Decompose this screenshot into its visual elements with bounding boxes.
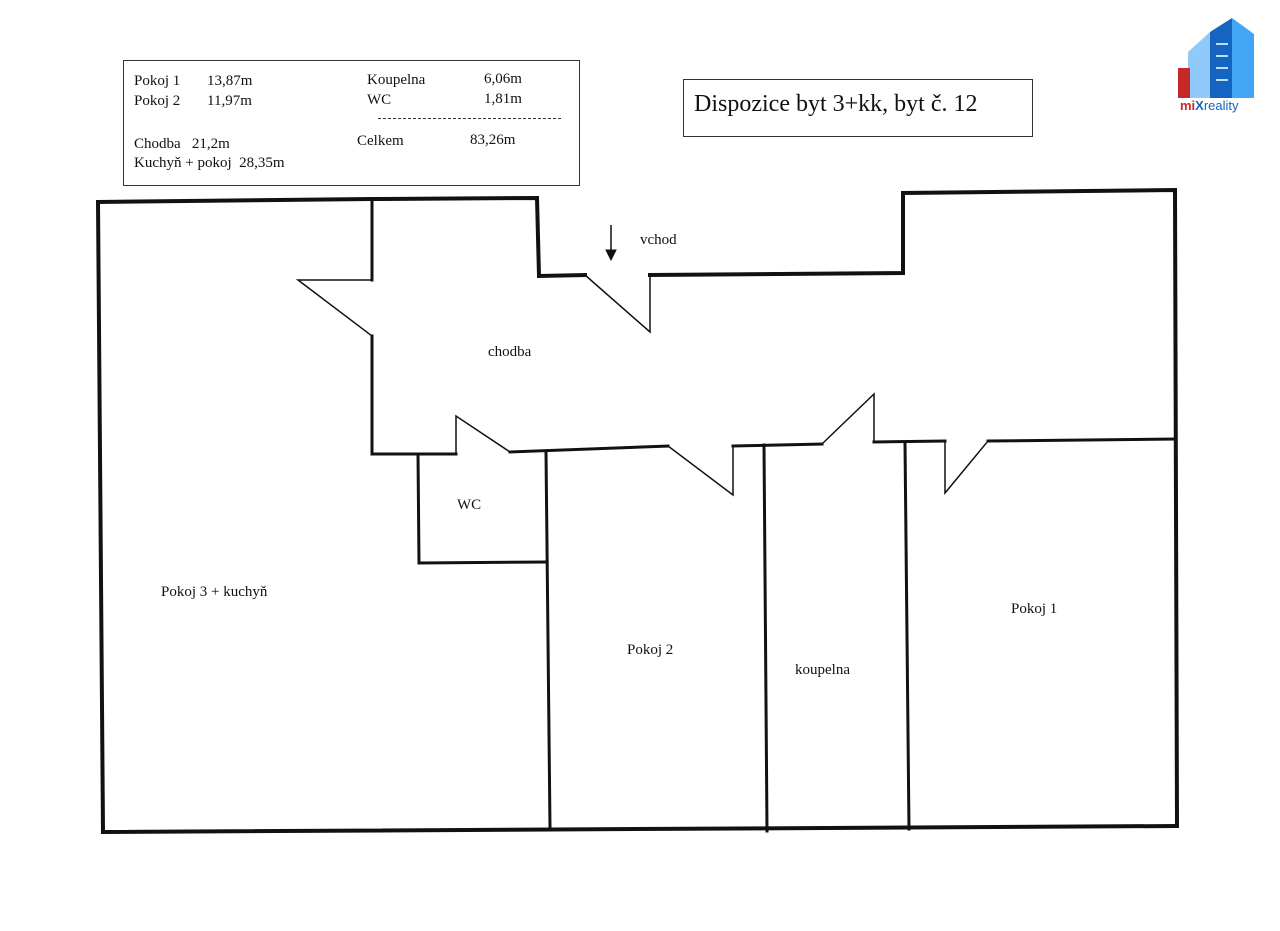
logo-reality: reality (1203, 98, 1239, 113)
wall-wc (416, 452, 548, 565)
buildings-icon (1178, 18, 1254, 98)
wall-chodba-left-lower (370, 334, 458, 456)
door-pokoj1 (944, 439, 990, 496)
door-pokoj3 (295, 279, 374, 338)
door-koupelna (820, 392, 875, 446)
legend-celkem-value: 83,26m (470, 132, 516, 148)
label-pokoj1: Pokoj 1 (1011, 601, 1058, 617)
legend-pokoj1-label: Pokoj 1 (134, 73, 181, 89)
legend-wc-label: WC (367, 92, 392, 108)
page-title: Dispozice byt 3+kk, byt č. 12 (694, 91, 978, 117)
wall-outer-top-right (647, 187, 1180, 828)
legend-koupelna-label: Koupelna (367, 72, 426, 88)
area-legend: Pokoj 1 13,87m Pokoj 2 11,97m Chodba 21,… (123, 60, 580, 186)
legend-pokoj1-value: 13,87m (207, 73, 253, 89)
label-vchod: vchod (640, 232, 677, 248)
wall-outer-left (95, 199, 106, 835)
entrance-arrow-icon (605, 225, 617, 262)
legend-pokoj2-value: 11,97m (207, 93, 252, 109)
label-pokoj3: Pokoj 3 + kuchyň (161, 584, 268, 600)
wall-pokoj2-koupelna (762, 443, 769, 833)
legend-chodba: Chodba 21,2m (134, 136, 230, 152)
wall-chodba-bottom-2 (731, 442, 824, 448)
wall-outer-top-left (95, 195, 588, 279)
label-koupelna: koupelna (795, 662, 850, 678)
wall-outer-bottom (100, 823, 1180, 835)
door-pokoj2 (666, 444, 734, 497)
legend-kuchyn: Kuchyň + pokoj 28,35m (134, 155, 285, 171)
door-wc (455, 414, 512, 455)
title-box: Dispozice byt 3+kk, byt č. 12 (683, 79, 1033, 137)
wall-chodba-bottom-1 (508, 444, 670, 454)
logo-wordmark: miXreality (1180, 98, 1239, 113)
label-wc: WC (457, 497, 482, 513)
wall-chodba-bottom-4 (986, 437, 1177, 443)
legend-koupelna-value: 6,06m (484, 71, 522, 87)
mixreality-logo: miXreality (1170, 10, 1270, 125)
logo-mix: mi (1180, 98, 1196, 113)
label-chodba: chodba (488, 344, 532, 360)
label-pokoj2: Pokoj 2 (627, 642, 674, 658)
legend-pokoj2-label: Pokoj 2 (134, 93, 181, 109)
wall-koupelna-pokoj1 (903, 441, 911, 831)
logo-x: X (1195, 98, 1204, 113)
legend-celkem-label: Celkem (357, 133, 404, 149)
wall-pokoj3-pokoj2 (544, 450, 552, 830)
entrance-door (583, 273, 651, 334)
legend-wc-value: 1,81m (484, 91, 522, 107)
wall-chodba-bottom-3 (872, 439, 947, 444)
legend-divider (378, 118, 561, 119)
